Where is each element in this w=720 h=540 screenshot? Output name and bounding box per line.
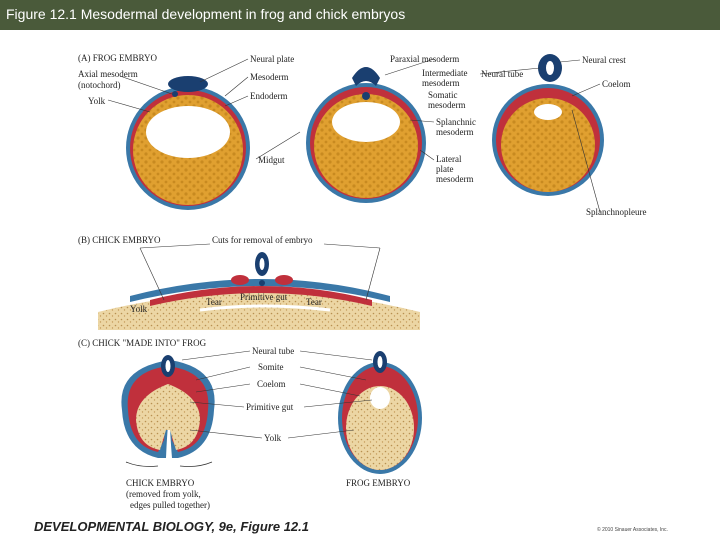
figure-title: Figure 12.1 Mesodermal development in fr…	[6, 6, 406, 22]
neural-fold-shape	[352, 67, 380, 86]
chick-caption-2: (removed from yolk,	[126, 489, 201, 499]
label-lateral-2: plate	[436, 164, 454, 174]
chick-caption-3: edges pulled together)	[130, 500, 210, 510]
label-axial-mesoderm: Axial mesoderm	[78, 69, 138, 79]
frog-c-yolk	[346, 386, 414, 470]
label-intermediate-2: mesoderm	[422, 78, 460, 88]
chick-embryo-b	[98, 252, 420, 330]
label-primitive-gut-b: Primitive gut	[240, 292, 288, 302]
frog-embryo-3	[492, 54, 604, 196]
label-intermediate-1: Intermediate	[422, 68, 467, 78]
frog-c-embryo	[338, 351, 422, 474]
chick-c-yolk	[136, 384, 200, 450]
label-yolk-b: Yolk	[130, 304, 148, 314]
label-midgut: Midgut	[258, 155, 285, 165]
copyright: © 2010 Sinauer Associates, Inc.	[597, 527, 668, 533]
label-lateral-3: mesoderm	[436, 174, 474, 184]
label-somatic-2: mesoderm	[428, 100, 466, 110]
label-splanchnopleure: Splanchnopleure	[586, 207, 646, 217]
chick-yolk-b	[98, 292, 420, 330]
section-a-label: (A) FROG EMBRYO	[78, 53, 158, 63]
label-notochord: (notochord)	[78, 80, 121, 90]
label-c-somite: Somite	[258, 362, 284, 372]
diagram: (A) FROG EMBRYO	[78, 53, 646, 510]
section-c-label: (C) CHICK "MADE INTO" FROG	[78, 338, 207, 348]
label-endoderm: Endoderm	[250, 91, 288, 101]
frog-embryo-1	[126, 76, 250, 210]
label-neural-tube: Neural tube	[481, 69, 523, 79]
label-c-neural-tube: Neural tube	[252, 346, 294, 356]
label-splanchnic-1: Splanchnic	[436, 117, 476, 127]
label-cuts: Cuts for removal of embryo	[212, 235, 313, 245]
label-c-coelom: Coelom	[257, 379, 286, 389]
label-splanchnic-2: mesoderm	[436, 127, 474, 137]
label-coelom: Coelom	[602, 79, 631, 89]
label-yolk-a: Yolk	[88, 96, 106, 106]
frog-embryo-2	[306, 67, 426, 203]
chick-caption-1: CHICK EMBRYO	[126, 478, 195, 488]
label-tear-left: Tear	[206, 297, 222, 307]
figure-footer: DEVELOPMENTAL BIOLOGY, 9e, Figure 12.1	[34, 519, 309, 534]
label-mesoderm: Mesoderm	[250, 72, 289, 82]
label-c-primitive-gut: Primitive gut	[246, 402, 294, 412]
label-neural-plate: Neural plate	[250, 54, 294, 64]
label-somatic-1: Somatic	[428, 90, 458, 100]
notochord-shape	[172, 91, 178, 97]
label-tear-right: Tear	[306, 297, 322, 307]
title-bar: Figure 12.1 Mesodermal development in fr…	[0, 0, 720, 30]
neural-plate-shape	[168, 76, 208, 92]
frog-caption: FROG EMBRYO	[346, 478, 411, 488]
label-lateral-1: Lateral	[436, 154, 462, 164]
section-b-label: (B) CHICK EMBRYO	[78, 235, 161, 245]
label-paraxial-mesoderm: Paraxial mesoderm	[390, 54, 459, 64]
label-c-yolk: Yolk	[264, 433, 282, 443]
label-neural-crest: Neural crest	[582, 55, 626, 65]
leader-lines-a	[107, 58, 601, 213]
archenteron	[146, 106, 230, 158]
chick-c-embryo	[121, 355, 215, 458]
